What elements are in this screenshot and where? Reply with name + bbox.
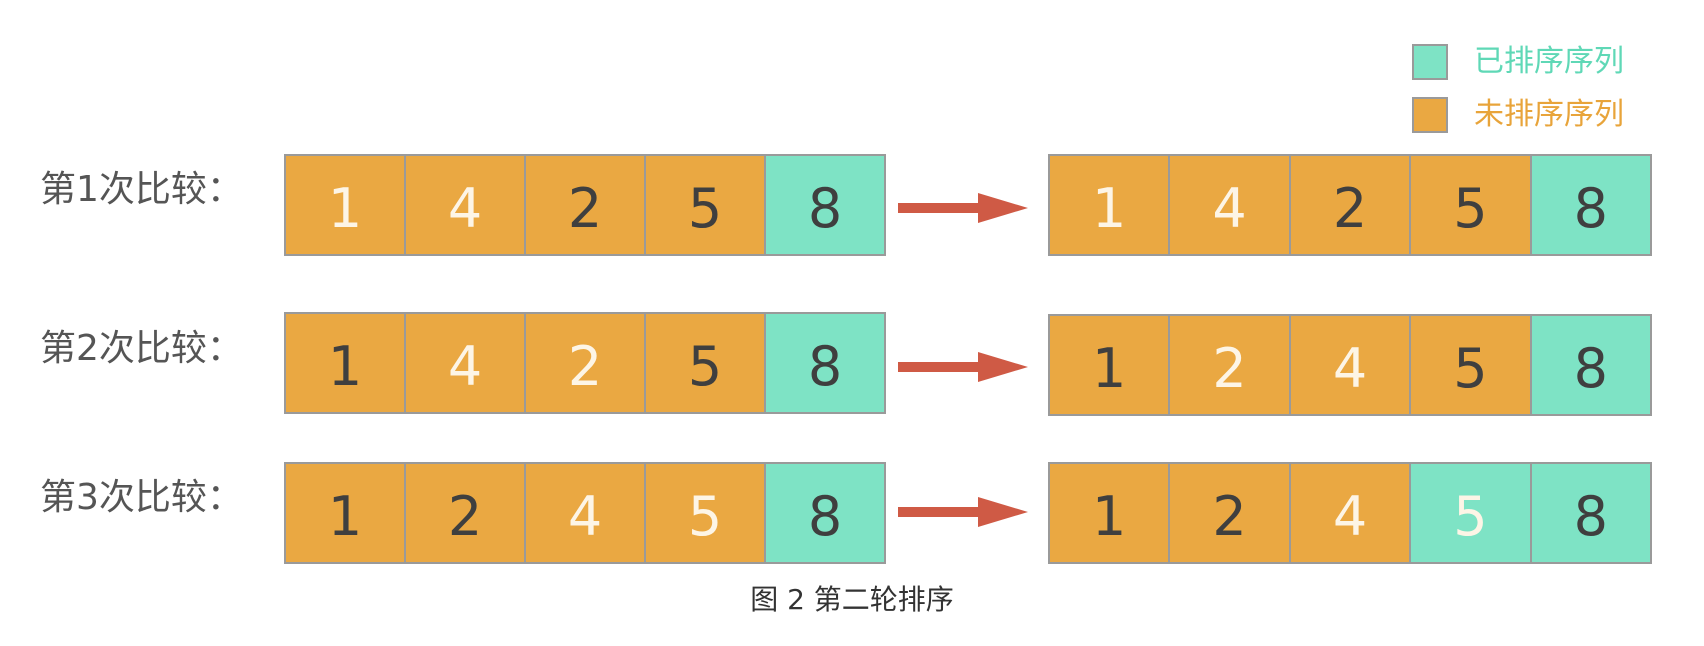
array-cell: 8	[1529, 156, 1651, 254]
legend: 已排序序列 未排序序列	[1412, 42, 1624, 148]
row-label-2: 第2次比较：	[40, 328, 243, 369]
array-cell: 2	[524, 156, 644, 254]
array-cell: 2	[404, 464, 524, 562]
array-cell: 1	[286, 156, 404, 254]
array-cell: 2	[1288, 156, 1410, 254]
array-cell: 1	[286, 464, 404, 562]
legend-swatch-sorted	[1412, 44, 1448, 80]
array-after-row-3: 1 2 4 5 8	[1048, 462, 1652, 564]
array-before-row-2: 1 4 2 5 8	[284, 312, 886, 414]
array-cell: 8	[764, 156, 884, 254]
array-cell: 4	[524, 464, 644, 562]
array-cell: 5	[1409, 156, 1530, 254]
array-cell: 5	[1409, 316, 1530, 414]
array-before-row-3: 1 2 4 5 8	[284, 462, 886, 564]
array-cell: 4	[404, 156, 524, 254]
legend-item-unsorted: 未排序序列	[1412, 95, 1624, 135]
array-cell: 2	[524, 314, 644, 412]
array-cell: 8	[764, 314, 884, 412]
array-cell: 8	[764, 464, 884, 562]
array-cell: 5	[644, 156, 764, 254]
right-arrow-icon	[898, 352, 1028, 382]
array-cell: 5	[644, 464, 764, 562]
right-arrow-icon	[898, 497, 1028, 527]
array-before-row-1: 1 4 2 5 8	[284, 154, 886, 256]
legend-label-unsorted: 未排序序列	[1474, 97, 1624, 132]
legend-item-sorted: 已排序序列	[1412, 42, 1624, 82]
array-cell: 4	[1168, 156, 1289, 254]
array-cell: 1	[1050, 316, 1169, 414]
array-after-row-1: 1 4 2 5 8	[1048, 154, 1652, 256]
array-cell: 4	[404, 314, 524, 412]
array-cell: 4	[1288, 316, 1410, 414]
array-cell: 1	[1050, 156, 1169, 254]
row-label-1: 第1次比较：	[40, 169, 243, 210]
array-after-row-2: 1 2 4 5 8	[1048, 314, 1652, 416]
legend-label-sorted: 已排序序列	[1474, 44, 1624, 79]
array-cell: 2	[1168, 464, 1289, 562]
array-cell: 5	[644, 314, 764, 412]
legend-swatch-unsorted	[1412, 97, 1448, 133]
array-cell: 4	[1288, 464, 1410, 562]
row-label-3: 第3次比较：	[40, 477, 243, 518]
array-cell: 2	[1168, 316, 1289, 414]
array-cell: 8	[1529, 464, 1651, 562]
figure-caption: 图 2 第二轮排序	[750, 583, 954, 616]
right-arrow-icon	[898, 193, 1028, 223]
array-cell: 8	[1529, 316, 1651, 414]
array-cell: 5	[1409, 464, 1530, 562]
array-cell: 1	[286, 314, 404, 412]
array-cell: 1	[1050, 464, 1169, 562]
